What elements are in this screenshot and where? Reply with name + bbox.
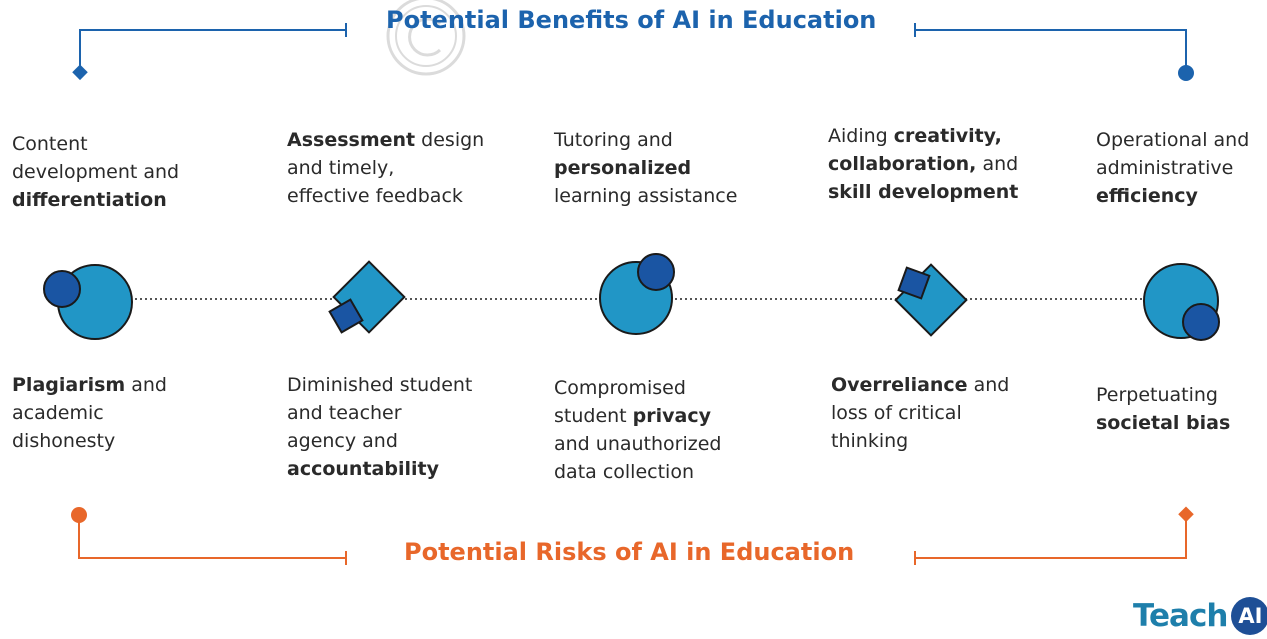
risks-left-dot-icon <box>71 507 87 523</box>
shape-3-circles-icon <box>599 253 675 335</box>
item-text-run: academic <box>12 402 104 424</box>
risks-title: Potential Risks of AI in Education <box>404 538 855 566</box>
item-text-run: creativity, <box>893 125 1002 147</box>
shape-4-diamond-icon <box>894 263 968 337</box>
item-text-run: student <box>554 405 633 427</box>
item-text-run: privacy <box>632 405 712 427</box>
risks-right-diamond-icon <box>1178 506 1194 523</box>
item-text-run: learning assistance <box>554 185 738 207</box>
logo-text: Teach <box>1133 598 1228 634</box>
item-text-run: Assessment <box>287 129 416 151</box>
item-text-run: and <box>125 374 167 396</box>
item-text-run: skill development <box>828 181 1019 203</box>
copyright-watermark-icon <box>386 0 466 76</box>
shape-2-diamond-icon <box>328 260 406 334</box>
item-text-run: loss of critical <box>831 402 962 424</box>
benefits-bracket <box>79 23 1187 73</box>
benefit-item-2: Assessment design and timely, effective fe… <box>287 126 484 210</box>
item-text-run: effective feedback <box>287 185 463 207</box>
benefit-item-3: Tutoring and personalized learning assista… <box>554 126 737 210</box>
risk-item-1: Plagiarism and academic dishonesty <box>12 371 167 455</box>
item-text-run: thinking <box>831 430 909 452</box>
item-text-run: Aiding <box>828 125 894 147</box>
item-text-run: agency and <box>287 430 398 452</box>
item-text-run: Plagiarism <box>12 374 126 396</box>
item-text-run: collaboration, <box>828 153 977 175</box>
teachai-logo: Teach AI <box>1133 597 1267 635</box>
item-text-run: and <box>976 153 1019 175</box>
risk-item-5: Perpetuating societal bias <box>1096 381 1230 437</box>
benefit-item-5: Operational and administrative efficiency <box>1096 126 1249 210</box>
risk-item-3: Compromised student privacy and unauthoriz… <box>554 374 721 486</box>
item-text-run: personalized <box>554 157 692 179</box>
item-text-run: Perpetuating <box>1096 384 1218 406</box>
item-text-run: administrative <box>1096 157 1234 179</box>
item-text-run: Overreliance <box>831 374 968 396</box>
item-text-run: design <box>415 129 485 151</box>
shape-5-circles-icon <box>1143 263 1220 341</box>
item-text-run: Diminished student <box>287 374 473 396</box>
shape-1-circles-icon <box>43 264 133 340</box>
benefit-item-1: Content development and differentiation <box>12 130 179 214</box>
item-text-run: development and <box>12 161 180 183</box>
benefit-item-4: Aiding creativity, collaboration, and skil… <box>828 122 1018 206</box>
item-text-run: and teacher <box>287 402 402 424</box>
item-text-run: Tutoring and <box>554 129 673 151</box>
benefits-title: Potential Benefits of AI in Education <box>386 6 877 34</box>
risks-bracket <box>78 516 1187 565</box>
item-text-run: societal bias <box>1096 412 1231 434</box>
benefits-left-diamond-icon <box>72 64 88 81</box>
benefits-right-dot-icon <box>1178 65 1194 81</box>
item-text-run: and timely, <box>287 157 395 179</box>
item-text-run: and unauthorized <box>554 433 722 455</box>
item-text-run: Compromised <box>554 377 686 399</box>
item-text-run: differentiation <box>12 189 167 211</box>
risk-item-2: Diminished student and teacher agency and a… <box>287 371 472 483</box>
item-text-run: Content <box>12 133 88 155</box>
item-text-run: dishonesty <box>12 430 116 452</box>
logo-badge: AI <box>1231 597 1267 635</box>
item-text-run: efficiency <box>1096 185 1198 207</box>
item-text-run: Operational and <box>1096 129 1250 151</box>
item-text-run: data collection <box>554 461 694 483</box>
item-text-run: and <box>967 374 1010 396</box>
item-text-run: accountability <box>287 458 439 480</box>
